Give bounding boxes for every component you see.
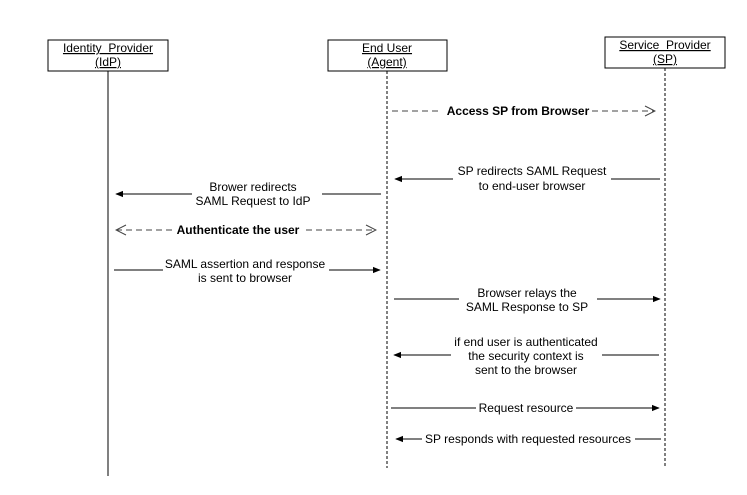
actor-idp: Identity Provider (IdP) (47, 39, 169, 72)
message-access-sp-label: Access SP from Browser (447, 104, 590, 118)
actor-sp: Service Provider (SP) (604, 36, 726, 69)
actor-idp-line2: (IdP) (95, 55, 121, 69)
message-security-context-line1: if end user is authenticated (454, 335, 597, 349)
message-saml-assertion-line2: is sent to browser (198, 271, 292, 285)
message-authenticate: Authenticate the user (116, 221, 376, 239)
message-request-resource-label: Request resource (479, 401, 574, 415)
message-security-context-line3: sent to the browser (475, 363, 577, 377)
message-request-resource: Request resource (391, 400, 660, 417)
actor-sp-line2: (SP) (653, 52, 677, 66)
message-sp-responds-label: SP responds with requested resources (425, 432, 631, 446)
message-saml-assertion: SAML assertion and response is sent to b… (114, 256, 381, 286)
message-security-context: if end user is authenticated the securit… (393, 335, 659, 377)
message-sp-redirects: SP redirects SAML Request to end-user br… (394, 163, 660, 193)
message-access-sp: Access SP from Browser (392, 102, 655, 120)
message-sp-redirects-line2: to end-user browser (479, 179, 586, 193)
message-browser-relays-line1: Browser relays the (477, 286, 577, 300)
actor-user-line2: (Agent) (367, 55, 406, 69)
message-authenticate-label: Authenticate the user (177, 223, 300, 237)
message-browser-redirects: Brower redirects SAML Request to IdP (115, 180, 381, 210)
message-security-context-line2: the security context is (468, 349, 583, 363)
message-saml-assertion-line1: SAML assertion and response (165, 257, 326, 271)
message-browser-redirects-line1: Brower redirects (209, 180, 296, 194)
actor-user-line1: End User (362, 41, 412, 55)
actor-end-user: End User (Agent) (327, 39, 448, 72)
actor-idp-line1: Identity Provider (63, 41, 153, 55)
message-sp-redirects-line1: SP redirects SAML Request (458, 164, 607, 178)
message-browser-redirects-line2: SAML Request to IdP (196, 194, 311, 208)
actor-sp-line1: Service Provider (619, 38, 710, 52)
message-sp-responds: SP responds with requested resources (395, 431, 661, 448)
message-browser-relays: Browser relays the SAML Response to SP (394, 285, 661, 315)
message-browser-relays-line2: SAML Response to SP (466, 300, 588, 314)
